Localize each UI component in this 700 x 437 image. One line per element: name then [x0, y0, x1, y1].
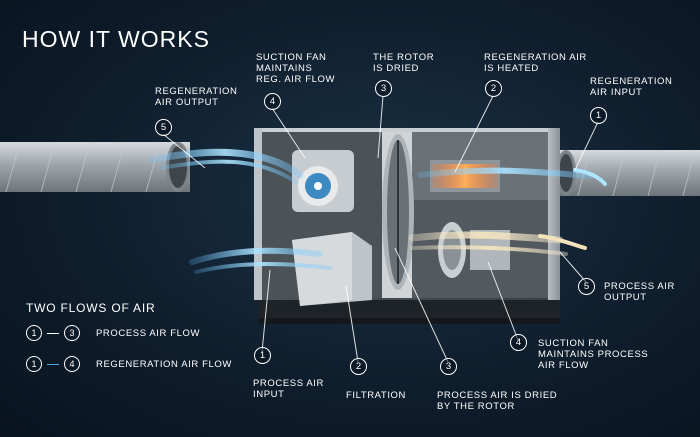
legend-regen-text: REGENERATION AIR FLOW	[96, 358, 232, 370]
callout-number-filtration: 2	[350, 358, 367, 375]
page-title-bold: HOW	[22, 26, 82, 52]
legend-process-to: 3	[64, 325, 80, 341]
callout-number-suction-fan-process: 4	[510, 334, 527, 351]
rotor	[382, 134, 414, 290]
legend-process-text: PROCESS AIR FLOW	[96, 327, 201, 339]
process-air-flow	[408, 231, 587, 256]
label-regen-output: REGENERATION AIR OUTPUT	[155, 86, 238, 108]
legend-regen-from: 1	[26, 356, 42, 372]
callout-number-regen-output: 5	[155, 119, 172, 136]
filter-box	[292, 232, 372, 306]
label-process-dried: PROCESS AIR IS DRIED BY THE ROTOR	[437, 390, 558, 412]
label-regen-heated: REGENERATION AIR IS HEATED	[484, 52, 587, 74]
callout-number-regen-heated: 2	[485, 80, 502, 97]
regen-fan	[292, 150, 354, 212]
callout-number-suction-fan-regen: 4	[264, 93, 281, 110]
label-suction-fan-process: SUCTION FAN MAINTAINS PROCESS AIR FLOW	[538, 338, 649, 371]
legend-regen-to: 4	[64, 356, 80, 372]
callout-number-rotor-dried: 3	[375, 80, 392, 97]
legend-row-process: 1 3 PROCESS AIR FLOW	[26, 324, 200, 342]
legend-process-dash	[47, 332, 59, 334]
page-title: HOW IT WORKS	[22, 26, 210, 53]
heater	[430, 160, 500, 192]
page-title-rest: IT WORKS	[88, 26, 210, 52]
label-filtration: FILTRATION	[346, 390, 407, 401]
leader-lines	[162, 95, 599, 363]
callout-number-process-dried: 3	[440, 358, 457, 375]
legend-title: TWO FLOWS OF AIR	[26, 301, 156, 315]
legend-regen-dash	[47, 363, 59, 365]
legend-process-from: 1	[26, 325, 42, 341]
callout-number-process-output: 5	[578, 278, 595, 295]
callout-number-process-input: 1	[254, 347, 271, 364]
label-rotor-dried: THE ROTOR IS DRIED	[373, 52, 435, 74]
regen-air-flow	[146, 148, 607, 274]
callout-number-regen-input: 1	[590, 107, 607, 124]
label-process-output: PROCESS AIR OUTPUT	[604, 281, 676, 303]
label-regen-input: REGENERATION AIR INPUT	[590, 76, 673, 98]
legend-row-regen: 1 4 REGENERATION AIR FLOW	[26, 355, 232, 373]
label-suction-fan-regen: SUCTION FAN MAINTAINS REG. AIR FLOW	[256, 52, 336, 85]
label-process-input: PROCESS AIR INPUT	[253, 378, 325, 400]
